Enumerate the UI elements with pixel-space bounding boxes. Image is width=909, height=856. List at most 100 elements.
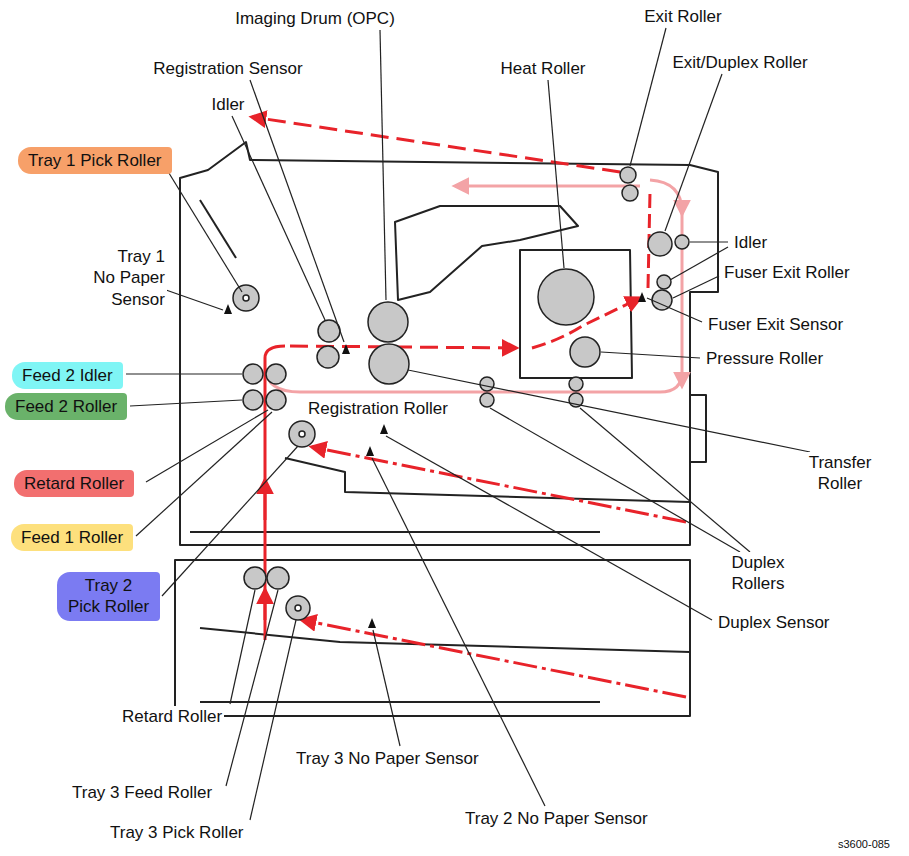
leader-line [126,373,242,374]
part-label: Exit Roller [642,6,723,27]
part-label-text: Registration Sensor [153,58,302,79]
leader-line [164,165,242,292]
roller [480,393,494,407]
part-label-text: Duplex Sensor [718,612,830,633]
paper-path [302,620,686,697]
printer-housing [285,458,690,502]
leader-line [548,80,564,268]
roller [675,235,689,249]
part-label: Fuser Exit Roller [722,262,852,283]
roller [368,302,408,342]
part-label-text: s3600-085 [838,838,890,852]
roller [267,567,289,589]
roller [266,364,286,384]
leader-line [670,247,728,280]
sensor-symbol [366,446,374,456]
part-label: Tray 3 Pick Roller [108,822,246,843]
part-label: Registration Roller [306,398,450,419]
leader-line [380,30,386,300]
part-label-text: Heat Roller [500,58,585,79]
roller [570,337,600,367]
part-label-text: Tray 1 No Paper Sensor [92,246,165,310]
roller [266,390,286,410]
printer-housing [200,200,236,258]
leader-line [601,352,700,358]
printer-housing [520,250,632,378]
leader-line [250,620,296,820]
part-label: Idler [209,94,246,115]
part-badge: Retard Roller [14,470,134,497]
leader-line [386,436,712,620]
leader-line [630,28,666,166]
part-label: Exit/Duplex Roller [670,52,809,73]
roller [648,232,672,256]
part-label: Registration Sensor [151,58,304,79]
leader-line [232,116,325,320]
part-badge: Tray 1 Pick Roller [18,147,172,174]
part-name: Feed 2 Idler [22,365,113,386]
roller [369,344,409,384]
part-label: Tray 1 No Paper Sensor [90,246,167,310]
part-name: Tray 1 Pick Roller [28,150,162,171]
part-label: Heat Roller [498,58,587,79]
leader-line [136,412,272,536]
leader-line [490,408,740,552]
paper-path-duplex [681,200,684,214]
paper-path-duplex [681,372,684,386]
paper-path [264,590,267,620]
roller [233,285,259,311]
paper-path [252,117,686,697]
paper-path-duplex [266,180,682,392]
paper-path-duplex [266,180,682,392]
part-name: Feed 2 Roller [15,396,117,417]
part-label-text: Transfer Roller [800,452,880,495]
leader-line [673,276,719,298]
leader-line [166,290,223,310]
part-label-text: Tray 3 Feed Roller [72,782,212,803]
printer-housing [200,701,600,703]
paper-path [264,480,267,520]
roller [657,275,671,289]
part-label-text: Tray 3 Pick Roller [110,822,244,843]
printer-housing [175,560,690,716]
part-label: Fuser Exit Sensor [706,314,845,335]
printer-housing [175,142,718,716]
roller [620,167,636,183]
part-name: Retard Roller [24,473,124,494]
part-label-text: Retard Roller [122,706,222,727]
part-label: Tray 2 No Paper Sensor [463,808,650,829]
leader-line [580,408,750,552]
part-label: Transfer Roller [798,452,882,495]
printer-housing [180,142,718,545]
roller [569,377,583,391]
part-label: Duplex Rollers [716,552,800,595]
part-label-text: Tray 2 No Paper Sensor [465,808,648,829]
part-label-text: Fuser Exit Sensor [708,314,843,335]
part-label: Idler [732,232,769,253]
paper-path [265,346,285,640]
leader-line [226,590,278,786]
roller [538,269,594,325]
leader-line [126,28,810,820]
part-badge: Feed 1 Roller [11,524,133,551]
part-label-text: Fuser Exit Roller [724,262,850,283]
part-label-text: Pressure Roller [706,348,823,369]
part-label: Imaging Drum (OPC) [233,8,397,29]
figure-id: s3600-085 [836,838,892,852]
part-label: Tray 3 Feed Roller [70,782,214,803]
roller [299,431,305,437]
part-label-text: Registration Roller [308,398,448,419]
leader-line [130,400,242,406]
part-label-text: Imaging Drum (OPC) [235,8,395,29]
roller [286,596,310,620]
leader-line [230,590,255,704]
paper-path [252,117,620,172]
part-label-text: Exit Roller [644,6,721,27]
part-label: Tray 3 No Paper Sensor [294,748,481,769]
roller [317,346,339,368]
leader-line [250,80,344,342]
leader-line [408,370,810,452]
part-name: Feed 1 Roller [21,527,123,548]
